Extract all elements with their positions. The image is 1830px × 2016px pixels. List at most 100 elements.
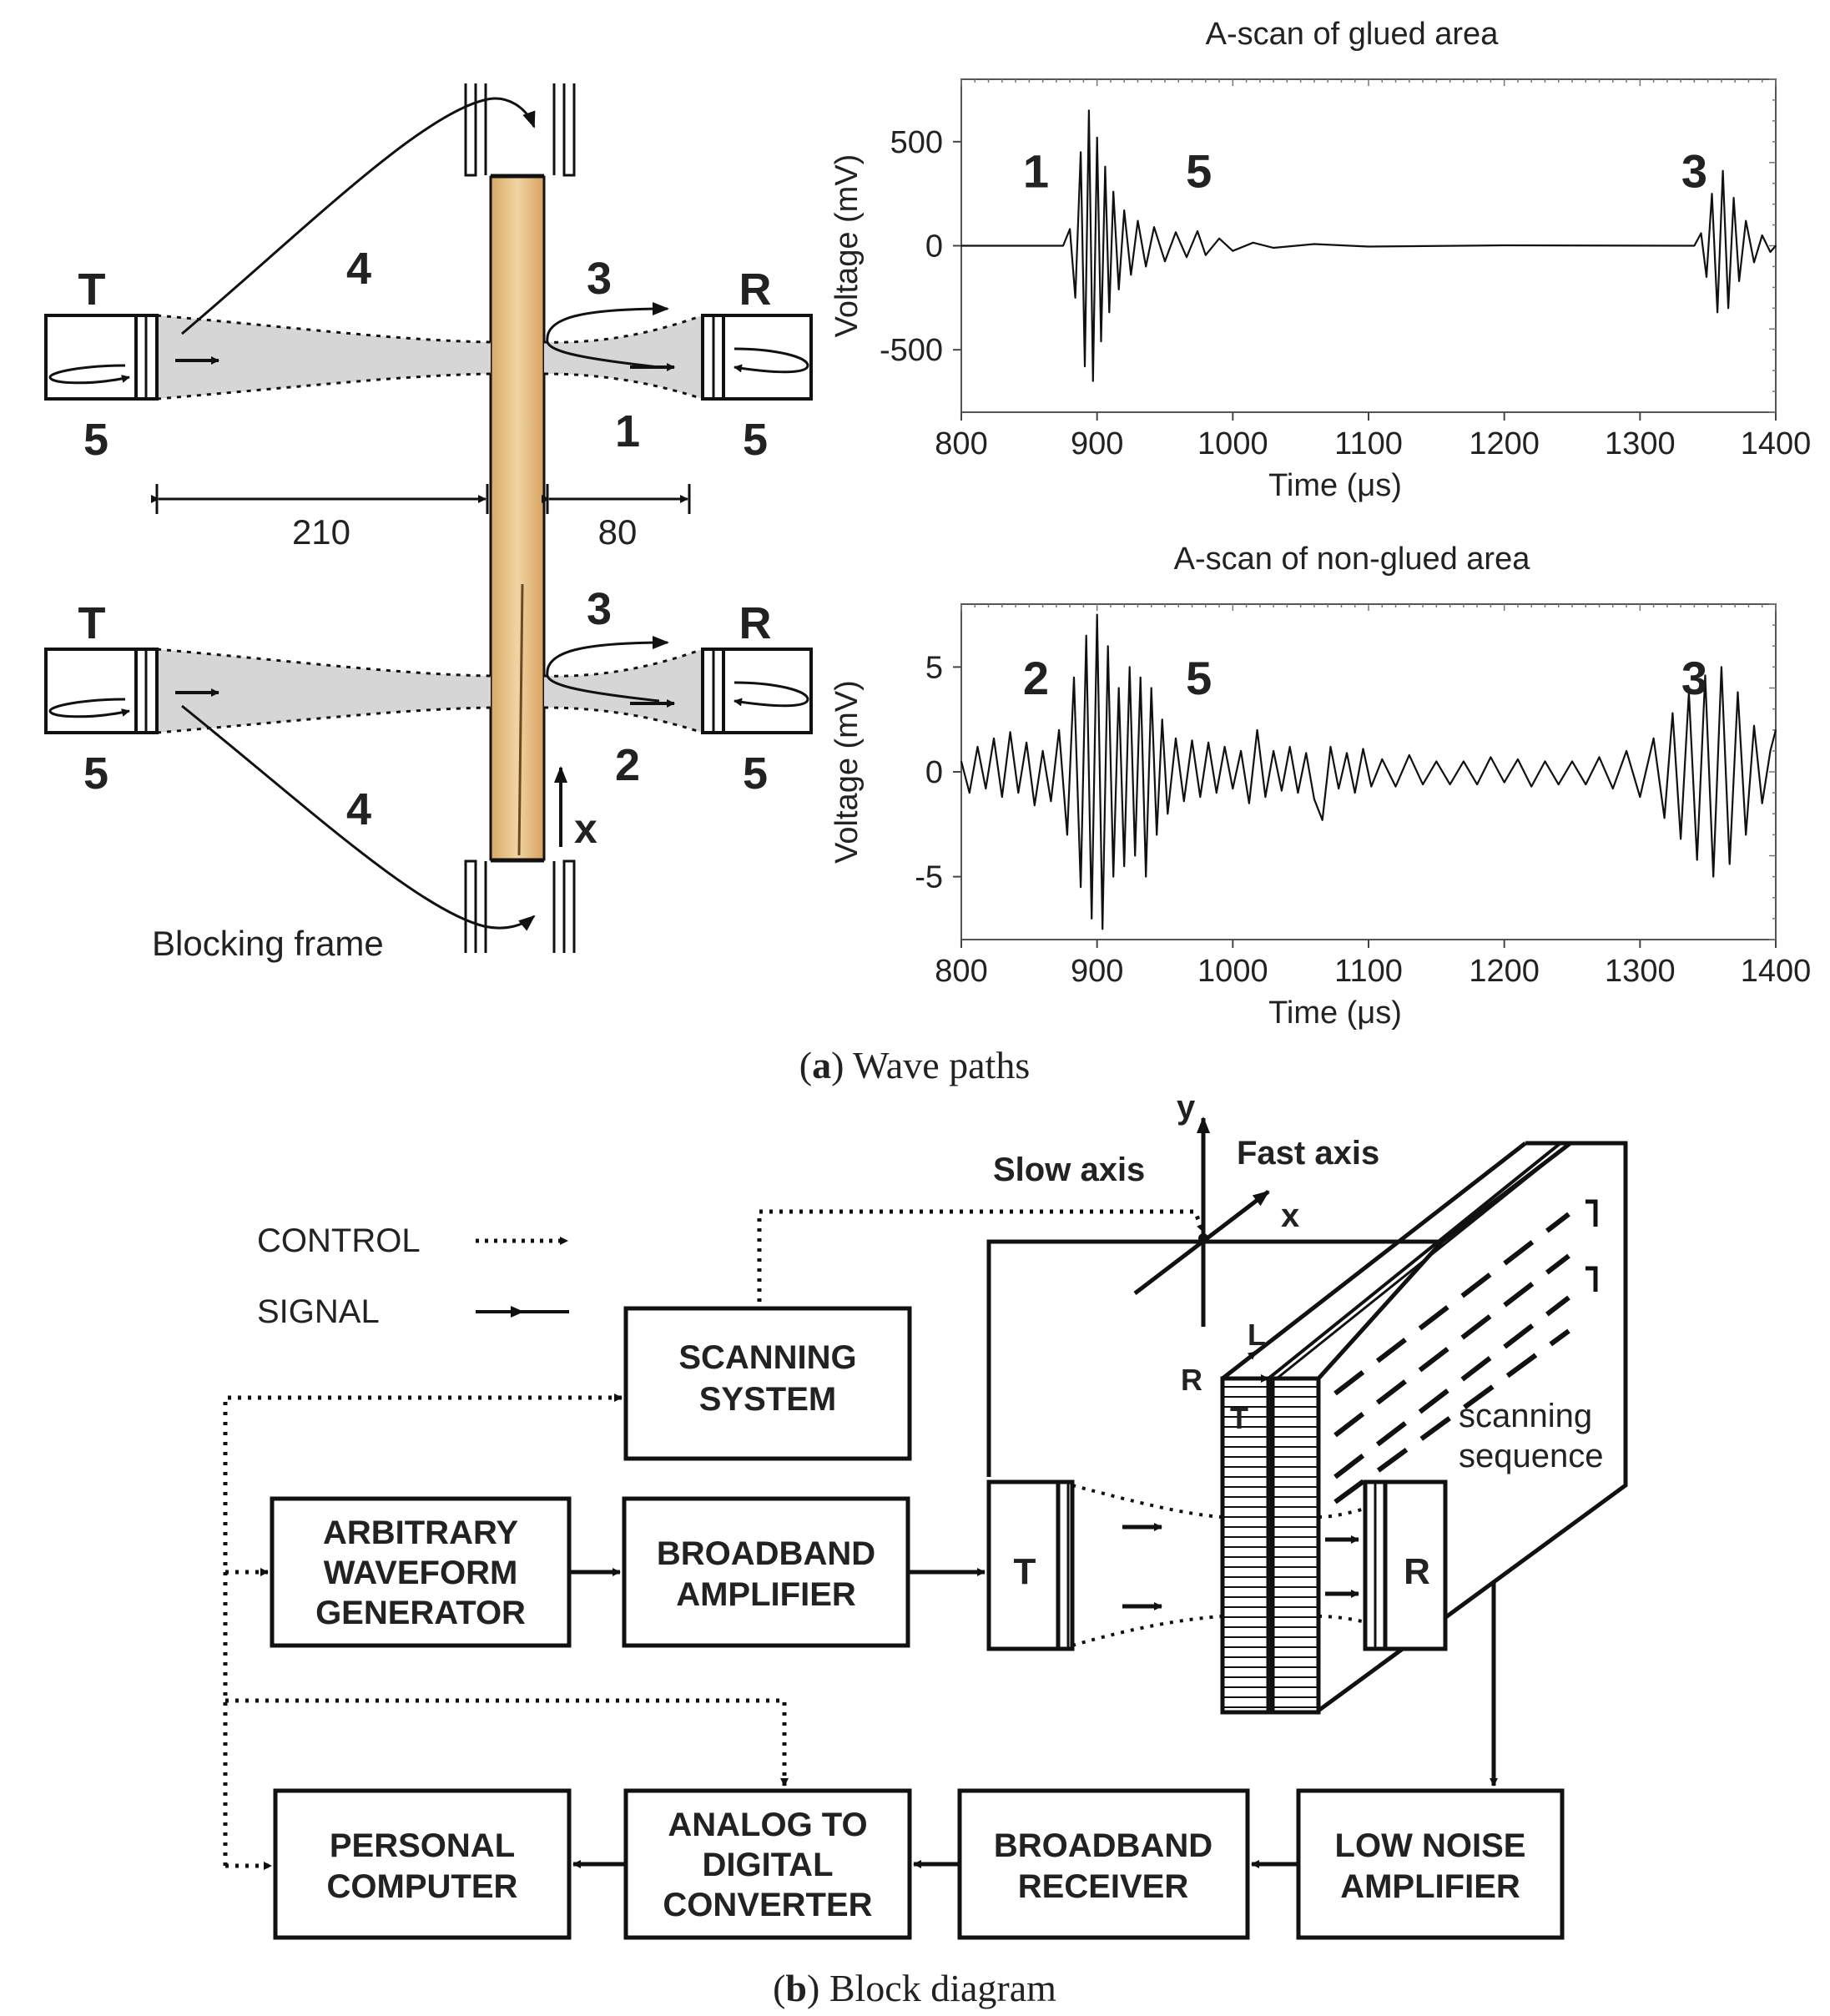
x-tick-label: 1100 — [1334, 954, 1403, 989]
data-point — [1598, 756, 1601, 759]
data-point — [1218, 238, 1220, 239]
data-point — [1096, 137, 1098, 139]
x-tick-label: 1100 — [1334, 426, 1403, 461]
data-point — [1145, 876, 1147, 878]
series-line-0 — [960, 613, 1777, 930]
broadband-amplifier-block: BROADBAND AMPLIFIER — [622, 1496, 910, 1648]
data-point — [1164, 260, 1166, 262]
transducer-r-label: R — [1404, 1551, 1430, 1592]
distance-right-label: 80 — [598, 512, 638, 552]
personal-computer-block: PERSONAL COMPUTER — [273, 1788, 572, 1940]
x-axis-label: Time (μs) — [1268, 995, 1402, 1031]
data-point — [1696, 859, 1698, 861]
fast-axis-label: Fast axis — [1237, 1135, 1379, 1172]
beam-upper-right — [544, 315, 703, 399]
path-label-5-tl: 5 — [83, 748, 108, 799]
data-point — [969, 792, 970, 794]
ultrasonic-beam — [1071, 1484, 1366, 1647]
data-point — [1264, 796, 1266, 798]
data-point — [1329, 746, 1332, 748]
axis-x-label: x — [1281, 1197, 1299, 1234]
arbitrary-waveform-generator-block: ARBITRARY WAVEFORM GENERATOR — [270, 1496, 572, 1648]
path-label-1: 1 — [615, 406, 640, 456]
data-point — [1062, 244, 1064, 247]
data-point — [1042, 750, 1044, 752]
x-tick-label: 1200 — [1469, 426, 1540, 461]
data-point — [1281, 790, 1283, 792]
data-point — [1727, 307, 1729, 309]
dimension-210 — [151, 484, 489, 514]
transducer-t-label: T — [1014, 1551, 1036, 1592]
y-tick-label: 500 — [890, 125, 943, 160]
data-point — [1504, 782, 1505, 784]
data-point — [1712, 876, 1714, 878]
annotation-label: 5 — [1186, 145, 1212, 198]
data-point — [1017, 792, 1019, 794]
series-line-0 — [961, 109, 1777, 382]
annotation-label: 3 — [1681, 145, 1707, 198]
y-tick-label: -500 — [880, 333, 943, 368]
data-point — [1199, 796, 1201, 798]
data-point — [1639, 796, 1641, 798]
data-point — [1257, 729, 1258, 731]
wood-layer-hatching — [1224, 1386, 1317, 1708]
x-axis-label: Time (μs) — [1268, 468, 1402, 503]
data-point — [1100, 340, 1102, 342]
y-tick-label: 0 — [925, 229, 943, 265]
data-point — [960, 760, 962, 763]
data-point — [1034, 804, 1036, 806]
awg-line3: GENERATOR — [315, 1595, 526, 1631]
broadband-amplifier-line2: AMPLIFIER — [676, 1576, 856, 1613]
chart-title: A-scan of non-glued area — [1174, 542, 1531, 577]
caption-b-text: Block diagram — [819, 1967, 1056, 2009]
annotation-label: 3 — [1681, 652, 1707, 704]
path-4-lower — [181, 704, 536, 931]
transducer-t: T — [986, 1479, 1075, 1651]
wood-specimen — [489, 175, 546, 861]
path-4-upper — [181, 97, 536, 335]
caption-a-text: Wave paths — [844, 1044, 1030, 1086]
data-point — [1108, 311, 1110, 313]
personal-computer-line2: COMPUTER — [327, 1868, 518, 1905]
data-point — [1273, 247, 1274, 249]
data-point — [1422, 784, 1424, 785]
data-point — [1449, 784, 1451, 785]
data-point — [1769, 251, 1772, 253]
data-point — [1717, 311, 1718, 313]
x-tick-label: 800 — [935, 426, 987, 461]
data-point — [1733, 197, 1735, 199]
scanning-system-block: SCANNING SYSTEM — [623, 1306, 912, 1461]
data-point — [1153, 226, 1155, 228]
x-tick-label: 800 — [935, 954, 987, 989]
x-tick-label: 900 — [1071, 954, 1123, 989]
data-point — [1745, 220, 1747, 222]
data-point — [1362, 748, 1364, 750]
caption-b-letter: b — [785, 1967, 807, 2009]
path-3-lower — [546, 636, 669, 703]
x-axis-label: x — [574, 805, 597, 852]
data-point — [1688, 691, 1690, 693]
data-point — [1504, 244, 1505, 246]
data-point — [1775, 729, 1777, 731]
path-label-5-ru: 5 — [743, 415, 768, 465]
lna-line1: LOW NOISE — [1335, 1827, 1526, 1864]
x-tick-label: 900 — [1071, 426, 1123, 461]
transmitter-lower — [44, 648, 159, 734]
annotation-label: 2 — [1023, 652, 1049, 704]
receiver-upper-label: R — [739, 265, 772, 315]
scanning-system-line2: SYSTEM — [699, 1381, 836, 1418]
data-point — [1107, 645, 1109, 647]
beam-lower — [157, 649, 491, 733]
data-point — [960, 244, 962, 247]
data-point — [1769, 750, 1772, 752]
caption-a-letter: a — [812, 1044, 831, 1086]
control-lines — [223, 1209, 1206, 1870]
data-point — [1140, 677, 1142, 678]
scanning-sequence-line1: scanning — [1459, 1398, 1592, 1434]
data-point — [1137, 220, 1139, 222]
beam-upper — [157, 315, 491, 399]
broadband-receiver-block: BROADBAND RECEIVER — [957, 1788, 1250, 1940]
data-point — [1753, 261, 1755, 263]
